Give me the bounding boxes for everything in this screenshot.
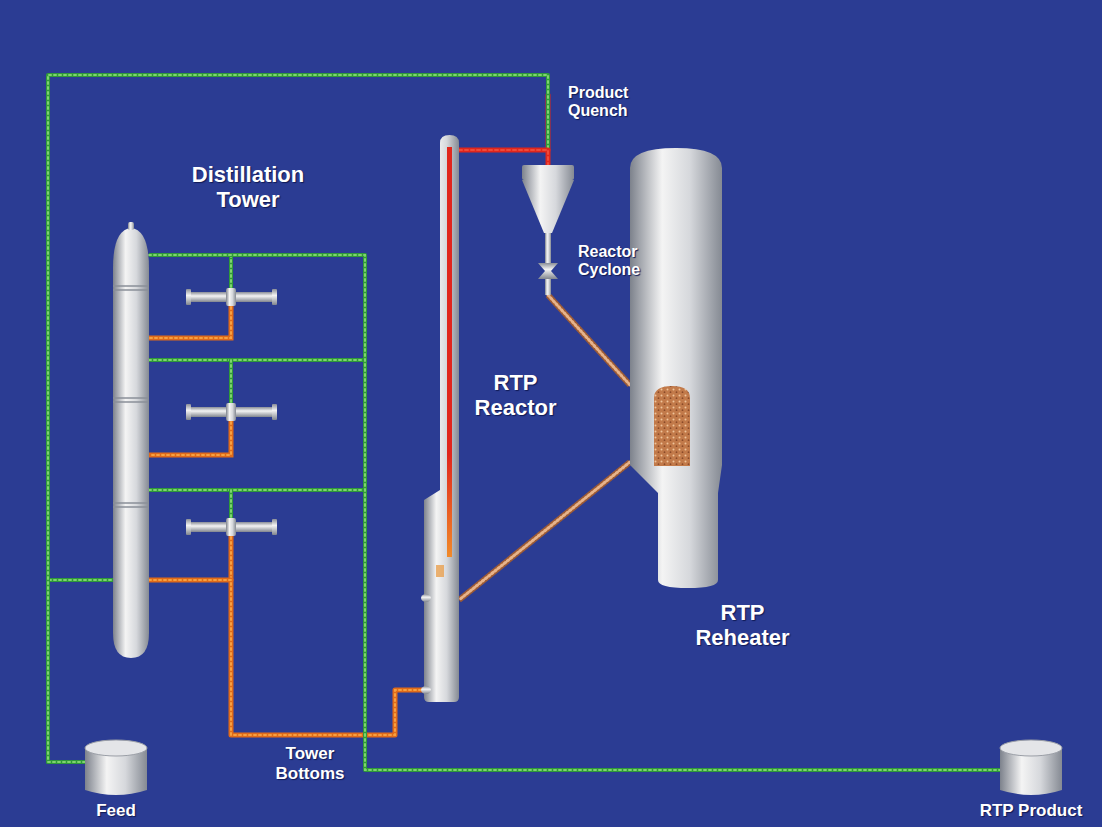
pipe-connector: [459, 150, 548, 165]
pipe-connector: [548, 295, 630, 385]
reactor-riser-outline: [424, 135, 459, 702]
equipment-label: Distillation Tower: [173, 162, 323, 213]
cyclone-separator-outline: [522, 165, 574, 295]
stream-label: Tower Bottoms: [265, 744, 355, 783]
valve-symbol: [538, 263, 558, 279]
riser-vessel: [424, 135, 459, 702]
feed-tank: Feed: [85, 740, 147, 797]
pipe-connector: [149, 580, 424, 735]
pipe-connector: [149, 255, 1000, 770]
product-tank-outline: [1000, 740, 1062, 797]
feed-tank-outline: [85, 740, 147, 797]
equipment-label: Reactor Cyclone: [578, 243, 658, 280]
cyclone-barrel: [522, 165, 574, 180]
pipe-connector: [48, 580, 113, 762]
equipment-label: RTP Product: [970, 801, 1092, 821]
cyclone-cone: [522, 180, 574, 233]
heat-exchanger: [186, 288, 277, 536]
stream-label: Product Quench: [568, 84, 653, 121]
pipe-connector: [48, 75, 548, 762]
pipe-connector: [459, 462, 630, 600]
product-tank: RTP Product: [1000, 740, 1062, 797]
sand-bed: [654, 386, 690, 466]
distillation-column-outline: [113, 228, 149, 658]
equipment-label: RTP Reheater: [680, 600, 805, 651]
reheater-vessel: RTP Reheater: [630, 148, 722, 588]
reheater-vessel-outline: [630, 148, 722, 588]
column-vessel: [113, 228, 149, 658]
equipment-label: RTP Reactor: [468, 370, 563, 421]
equipment-label: Feed: [65, 801, 167, 821]
cyclone-separator: Reactor Cyclone: [522, 165, 574, 295]
distillation-column: Distillation Tower: [113, 228, 149, 658]
reheater-vessel: [630, 148, 722, 588]
side-draw-piping: [149, 95, 548, 580]
reactor-riser: RTP Reactor: [424, 135, 459, 702]
